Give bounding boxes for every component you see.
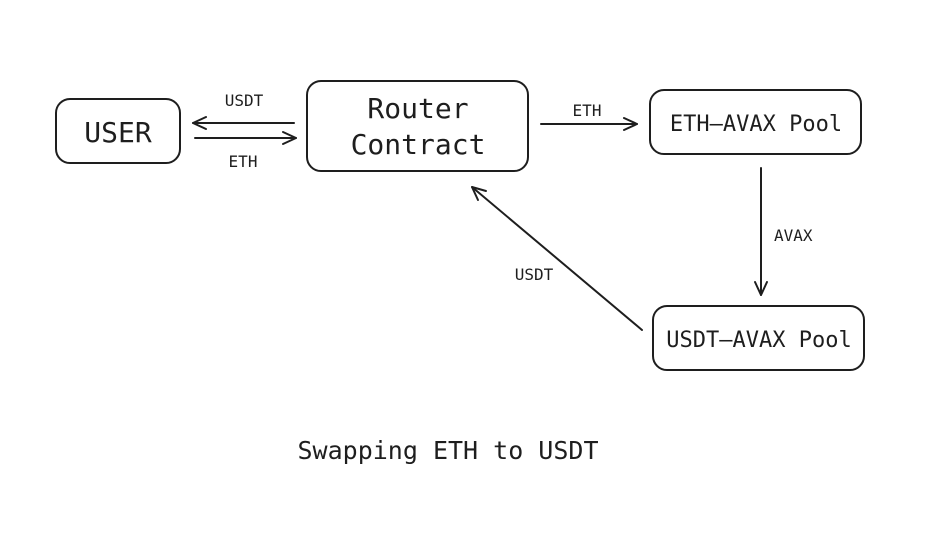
user-label: USER xyxy=(84,116,152,149)
router-contract-node: Router Contract xyxy=(306,80,529,172)
arrow-router-to-user-label: USDT xyxy=(225,91,264,110)
arrow-usdt-pool-to-router: USDT xyxy=(471,186,643,331)
diagram-caption: Swapping ETH to USDT xyxy=(297,436,598,465)
usdt-avax-pool-node: USDT–AVAX Pool xyxy=(652,305,865,371)
arrow-user-to-router-label: ETH xyxy=(229,152,258,171)
eth-avax-pool-label: ETH–AVAX Pool xyxy=(670,112,842,137)
arrow-router-to-eth-pool-label: ETH xyxy=(573,101,602,120)
arrow-eth-pool-to-usdt-pool-label: AVAX xyxy=(774,226,813,245)
user-node: USER xyxy=(55,98,181,164)
arrow-user-to-router: ETH xyxy=(194,131,297,171)
router-contract-label-line2: Contract xyxy=(351,128,486,161)
router-contract-label-line1: Router xyxy=(367,92,468,125)
arrow-eth-pool-to-usdt-pool: AVAX xyxy=(754,167,813,296)
user-box xyxy=(55,98,181,164)
eth-avax-pool-node: ETH–AVAX Pool xyxy=(649,89,862,155)
usdt-avax-pool-label: USDT–AVAX Pool xyxy=(666,328,851,353)
usdt-avax-pool-box xyxy=(652,305,865,371)
arrow-router-to-user: USDT xyxy=(192,91,295,130)
arrow-usdt-pool-to-router-label: USDT xyxy=(515,265,554,284)
arrow-router-to-eth-pool: ETH xyxy=(540,101,638,131)
router-contract-box xyxy=(306,80,529,172)
eth-avax-pool-box xyxy=(649,89,862,155)
